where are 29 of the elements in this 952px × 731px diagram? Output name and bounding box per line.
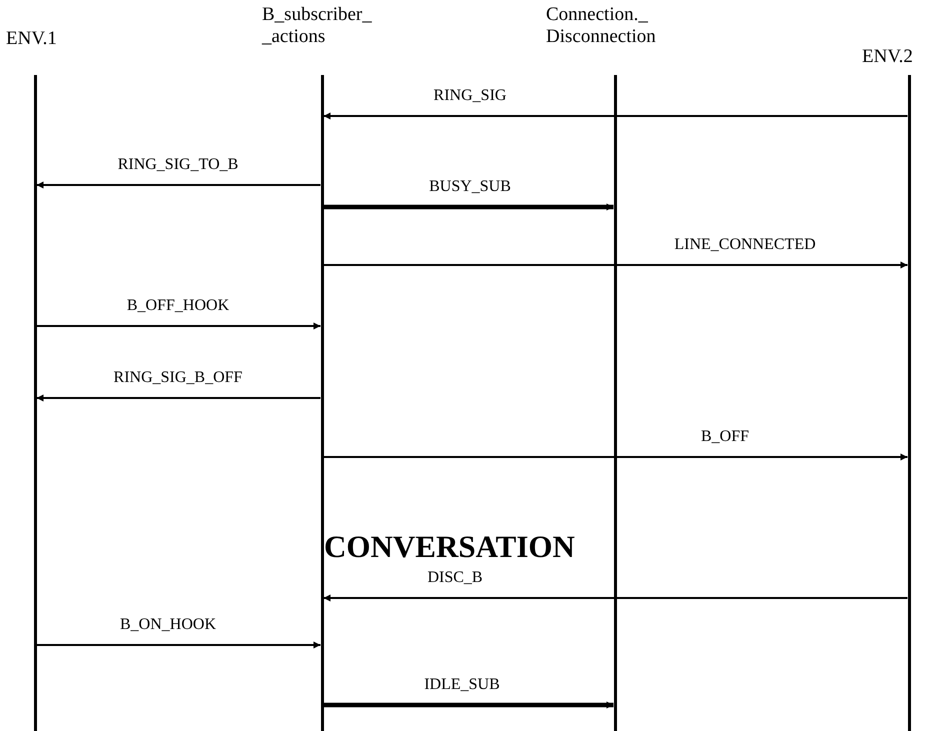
edge-label: LINE_CONNECTED bbox=[672, 236, 818, 254]
edge-label: IDLE_SUB bbox=[422, 676, 502, 694]
message-arrow bbox=[36, 394, 320, 402]
message-arrow bbox=[36, 642, 320, 648]
phase-label: CONVERSATION bbox=[324, 530, 575, 564]
message-arrow bbox=[324, 594, 908, 602]
edge-label: BUSY_SUB bbox=[427, 178, 513, 196]
edge-label: RING_SIG bbox=[432, 87, 508, 105]
lifeline-header: Connection._ Disconnection bbox=[546, 4, 657, 48]
lifeline-header: ENV.1 bbox=[6, 28, 58, 50]
edge-label: B_OFF bbox=[698, 428, 752, 446]
lifeline bbox=[320, 75, 324, 731]
lifeline-header: ENV.2 bbox=[862, 46, 914, 68]
edge-label: DISC_B bbox=[425, 569, 485, 587]
edge-label: B_OFF_HOOK bbox=[124, 297, 232, 315]
edge-label: RING_SIG_TO_B bbox=[116, 156, 240, 174]
message-arrow bbox=[324, 204, 614, 210]
message-arrow bbox=[324, 262, 908, 268]
lifeline-header: B_subscriber_ _actions bbox=[262, 4, 373, 48]
lifeline bbox=[908, 75, 910, 731]
message-arrow bbox=[324, 454, 908, 460]
edge-label: B_ON_HOOK bbox=[118, 616, 218, 634]
message-arrow bbox=[36, 322, 320, 330]
message-arrow bbox=[324, 112, 908, 120]
edge-label: RING_SIG_B_OFF bbox=[112, 369, 244, 387]
message-arrow bbox=[324, 702, 614, 708]
message-arrow bbox=[36, 182, 320, 188]
lifeline bbox=[34, 75, 36, 731]
lifeline bbox=[614, 75, 616, 731]
